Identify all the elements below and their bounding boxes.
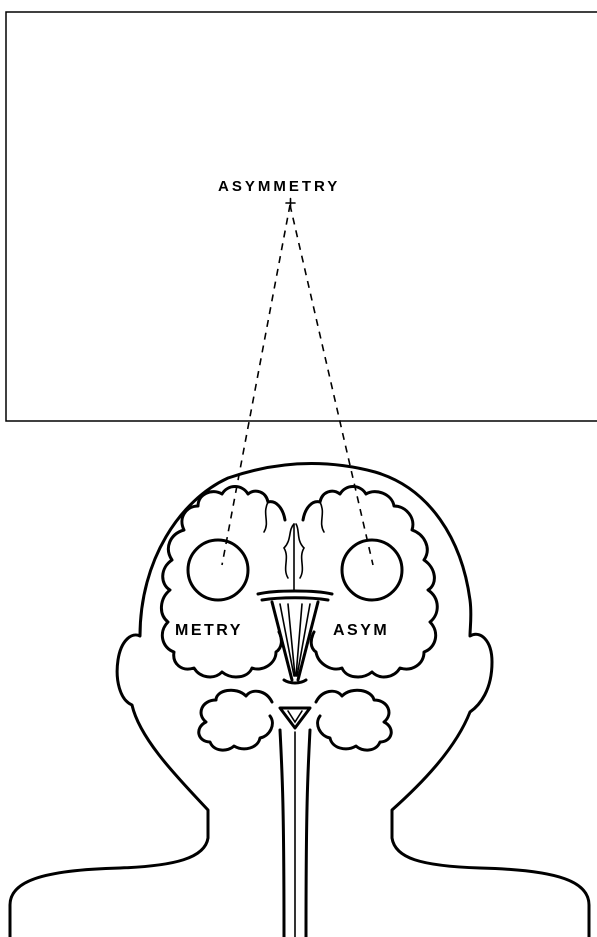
right-hemisphere — [303, 487, 437, 677]
left-eye — [188, 540, 248, 600]
right-sight-line — [290, 205, 373, 565]
right-sulcus — [320, 502, 324, 532]
right-hemisphere-label: ASYM — [333, 623, 389, 639]
right-cerebellum — [316, 690, 391, 750]
screen-word-label: ASYMMETRY — [218, 179, 340, 194]
corpus-callosum — [258, 524, 332, 600]
pons — [280, 708, 310, 728]
left-sight-line — [222, 205, 290, 565]
spinal-cord — [280, 730, 310, 937]
projection-screen — [6, 12, 597, 421]
left-sulcus — [264, 502, 268, 532]
right-eye — [342, 540, 402, 600]
left-hemisphere-label: METRY — [175, 623, 243, 639]
left-cerebellum — [199, 690, 273, 750]
head-outline — [10, 464, 589, 937]
